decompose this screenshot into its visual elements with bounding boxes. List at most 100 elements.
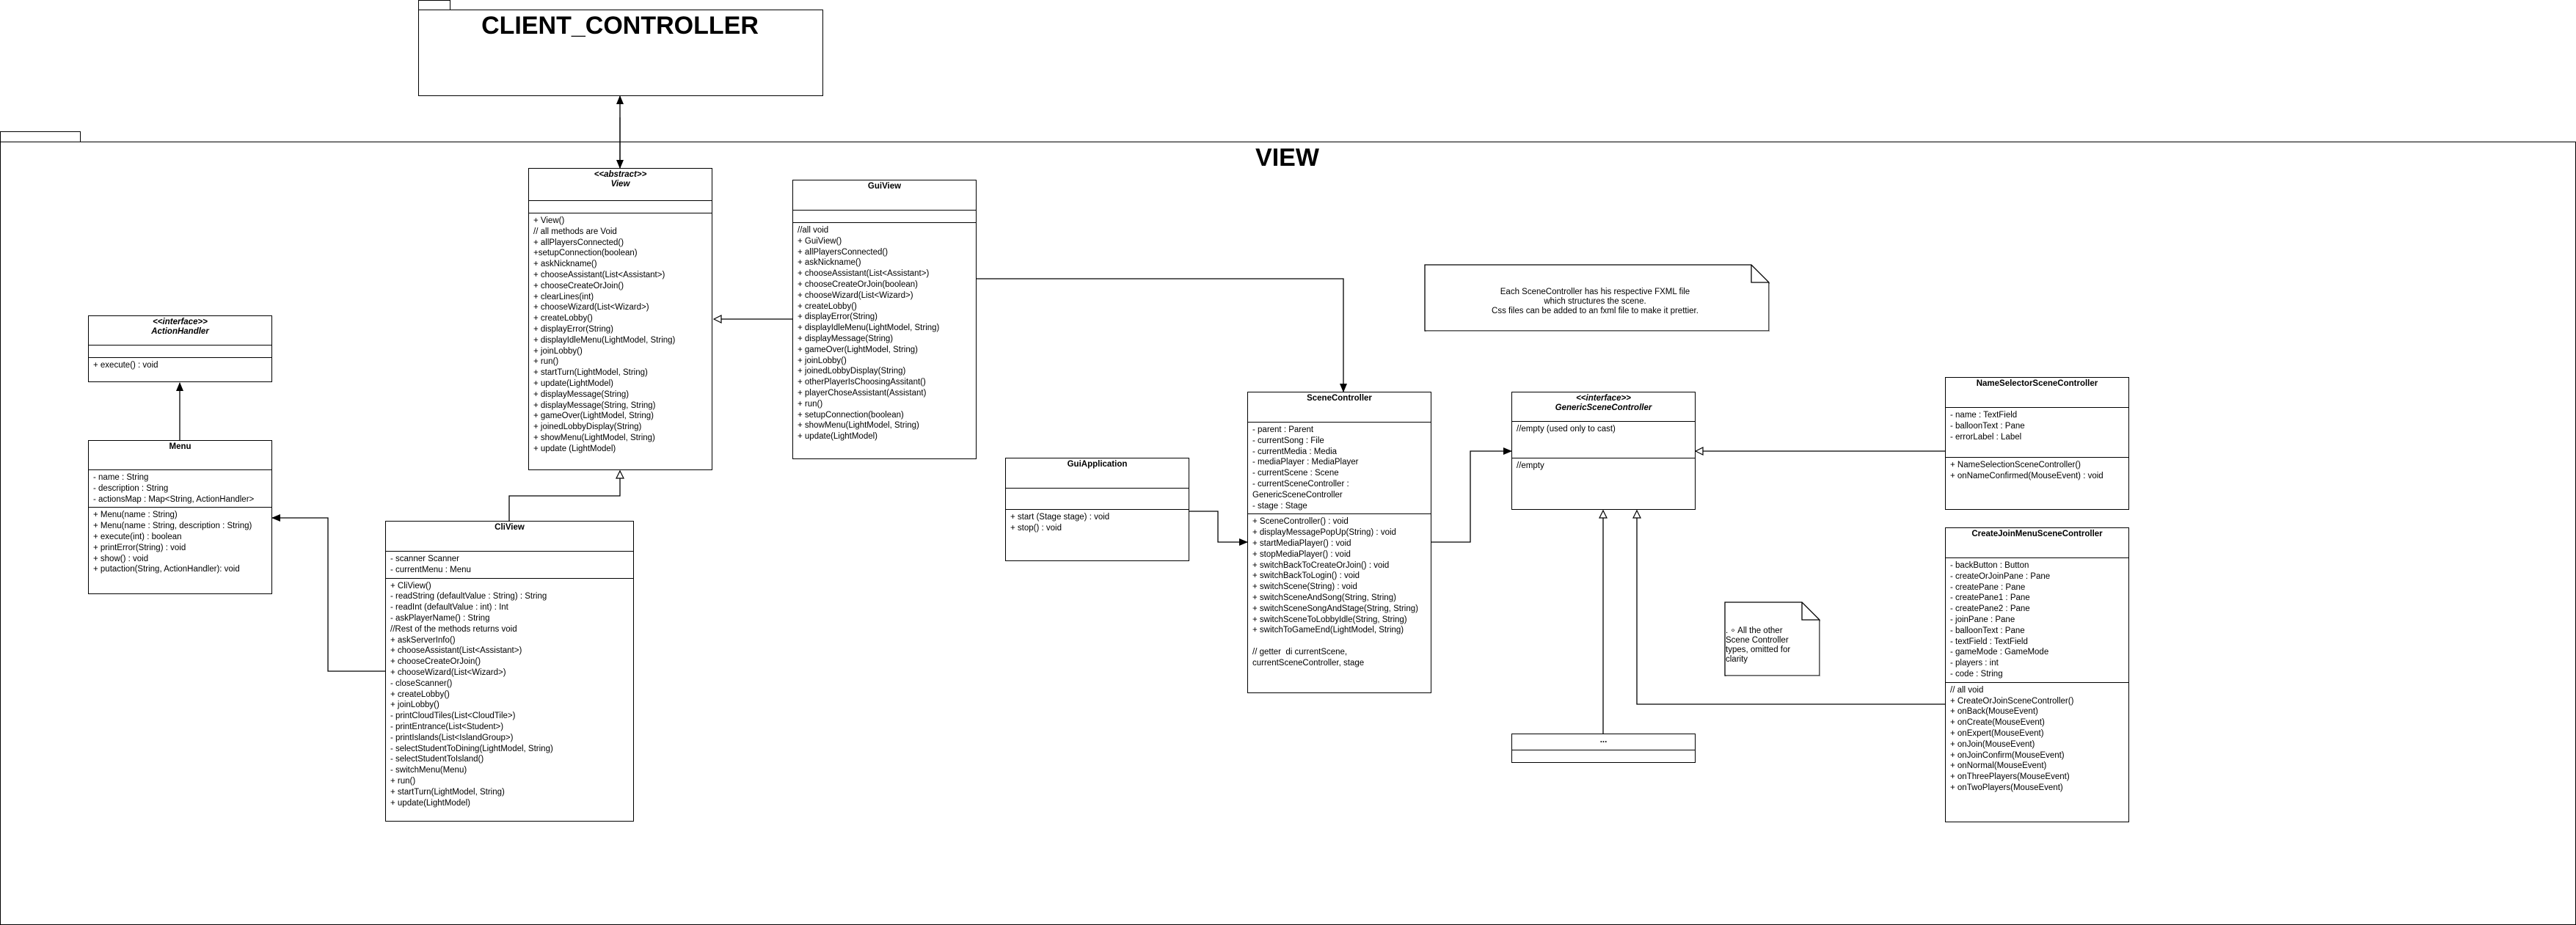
method-line: //all void bbox=[798, 226, 829, 235]
method-line: currentSceneController, stage bbox=[1252, 658, 1365, 668]
method-line: + printError(String) : void bbox=[93, 543, 186, 552]
method-line: + switchToGameEnd(LightModel, String) bbox=[1252, 626, 1404, 635]
attribute-line: - createPane1 : Pane bbox=[1950, 593, 2030, 603]
note-line: types, omitted for bbox=[1726, 646, 1791, 654]
method-line: + joinLobby() bbox=[533, 346, 583, 356]
gui-application-methods: + start (Stage stage) : void+ stop() : v… bbox=[1006, 510, 1189, 536]
generic-scene-controller-stereotype: <<interface>> bbox=[1576, 394, 1631, 403]
method-line: + joinLobby() bbox=[798, 356, 847, 365]
method-line: + onTwoPlayers(MouseEvent) bbox=[1950, 783, 2063, 792]
method-line: + switchBackToCreateOrJoin() : void bbox=[1252, 560, 1390, 570]
note-line: which structures the scene. bbox=[1544, 297, 1646, 306]
name-selector-scene-controller-class[interactable]: NameSelectorSceneController - name : Tex… bbox=[1945, 377, 2129, 510]
gui-view-class-name: GuiView bbox=[867, 182, 902, 191]
method-line: + NameSelectionSceneController() bbox=[1950, 461, 2081, 469]
client-controller-package[interactable] bbox=[418, 10, 823, 96]
method-line: + onThreePlayers(MouseEvent) bbox=[1950, 772, 2070, 782]
method-line: + joinLobby() bbox=[390, 701, 439, 710]
method-line bbox=[1252, 636, 1426, 647]
other-scene-controllers-class[interactable]: ... bbox=[1511, 734, 1696, 763]
gui-view-class[interactable]: GuiView //all void+ GuiView()+ allPlayer… bbox=[792, 180, 977, 459]
method-line: + stopMediaPlayer() : void bbox=[1252, 549, 1351, 559]
method-line: + allPlayersConnected() bbox=[533, 238, 624, 247]
action-handler-attributes bbox=[89, 345, 271, 358]
method-line: + showMenu(LightModel, String) bbox=[798, 421, 919, 431]
method-line: + SceneController() : void bbox=[1252, 517, 1349, 527]
attribute-line: - backButton : Button bbox=[1950, 561, 2029, 570]
attribute-line: - players : int bbox=[1950, 659, 1999, 668]
method-line: + displayMessage(String) bbox=[533, 390, 630, 399]
method-line: + displayError(String) bbox=[798, 312, 877, 322]
method-line: - printEntrance(List<Student>) bbox=[390, 722, 504, 731]
method-line: + onCreate(MouseEvent) bbox=[1950, 718, 2045, 728]
gui-application-class-name: GuiApplication bbox=[1067, 460, 1128, 469]
view-package-title: VIEW bbox=[1255, 144, 1319, 172]
method-line: + gameOver(LightModel, String) bbox=[798, 345, 918, 354]
attribute-line: - balloonText : Pane bbox=[1950, 421, 2025, 431]
cli-view-attributes: - scanner Scanner- currentMenu : Menu bbox=[386, 552, 633, 579]
method-line: - closeScanner() bbox=[390, 679, 453, 688]
cli-view-class-name: CliView bbox=[495, 523, 525, 532]
method-line: + chooseAssistant(List<Assistant>) bbox=[798, 269, 930, 279]
attribute-line: - actionsMap : Map<String, ActionHandler… bbox=[93, 494, 255, 504]
method-line: + clearLines(int) bbox=[533, 292, 594, 301]
method-line: + chooseCreateOrJoin() bbox=[390, 657, 481, 667]
scene-controller-class[interactable]: SceneController - parent : Parent- curre… bbox=[1247, 392, 1431, 693]
method-line: + onJoin(MouseEvent) bbox=[1950, 739, 2035, 749]
fxml-note[interactable]: Each SceneController has his respective … bbox=[1424, 264, 1770, 332]
method-line: + update (LightModel) bbox=[533, 444, 616, 453]
cli-view-class[interactable]: CliView - scanner Scanner- currentMenu :… bbox=[385, 521, 634, 822]
view-stereotype: <<abstract>> bbox=[594, 170, 647, 179]
create-join-menu-scene-controller-class[interactable]: CreateJoinMenuSceneController - backButt… bbox=[1945, 527, 2129, 822]
create-join-attributes: - backButton : Button- createOrJoinPane … bbox=[1946, 558, 2128, 683]
method-line: //empty bbox=[1517, 461, 1544, 470]
view-class[interactable]: <<abstract>> View + View()// all methods… bbox=[528, 168, 712, 470]
generic-scene-controller-methods: //empty bbox=[1512, 458, 1695, 474]
method-line: + onJoinConfirm(MouseEvent) bbox=[1950, 750, 2065, 760]
method-line: + putaction(String, ActionHandler): void bbox=[93, 565, 240, 574]
view-attributes bbox=[529, 201, 712, 213]
method-line: + stop() : void bbox=[1010, 523, 1062, 533]
method-line: + displayMessage(String) bbox=[798, 334, 894, 343]
attribute-line: - createPane2 : Pane bbox=[1950, 604, 2030, 614]
create-join-methods: // all void+ CreateOrJoinSceneController… bbox=[1946, 683, 2128, 796]
method-line: - printCloudTiles(List<CloudTile>) bbox=[390, 712, 516, 721]
method-line: + chooseWizard(List<Wizard>) bbox=[533, 303, 649, 312]
attribute-line: - currentScene : Scene bbox=[1252, 469, 1339, 478]
client-controller-title: CLIENT_CONTROLLER bbox=[481, 12, 759, 40]
cli-view-methods: + CliView()- readString (defaultValue : … bbox=[386, 579, 633, 811]
method-line: + displayIdleMenu(LightModel, String) bbox=[533, 335, 676, 345]
generic-scene-controller-interface[interactable]: <<interface>> GenericSceneController //e… bbox=[1511, 392, 1696, 510]
note-line: clarity bbox=[1726, 655, 1748, 664]
attribute-line: - balloonText : Pane bbox=[1950, 626, 2025, 635]
attribute-line: - name : TextField bbox=[1950, 411, 2018, 420]
action-handler-stereotype: <<interface>> bbox=[153, 318, 208, 326]
view-class-name: View bbox=[610, 180, 630, 189]
method-line: // getter di currentScene, bbox=[1252, 647, 1348, 657]
method-line: + switchSceneAndSong(String, String) bbox=[1252, 593, 1396, 602]
attribute-line: - mediaPlayer : MediaPlayer bbox=[1252, 458, 1359, 467]
name-selector-attributes: - name : TextField- balloonText : Pane- … bbox=[1946, 408, 2128, 458]
menu-class[interactable]: Menu - name : String- description : Stri… bbox=[88, 440, 272, 594]
attribute-line: - parent : Parent bbox=[1252, 425, 1314, 434]
method-line: + update(LightModel) bbox=[533, 379, 614, 388]
method-line: + View() bbox=[533, 216, 565, 225]
attribute-line: - name : String bbox=[93, 473, 149, 482]
method-line: + run() bbox=[798, 399, 823, 409]
view-methods: + View()// all methods are Void+ allPlay… bbox=[529, 213, 712, 457]
method-line: +setupConnection(boolean) bbox=[533, 249, 638, 258]
method-line: + displayIdleMenu(LightModel, String) bbox=[798, 323, 940, 333]
scene-controller-methods: + SceneController() : void+ displayMessa… bbox=[1248, 514, 1431, 670]
method-line: + execute(int) : boolean bbox=[93, 532, 182, 541]
method-line: + askNickname() bbox=[798, 258, 861, 268]
action-handler-interface[interactable]: <<interface>> ActionHandler + execute() … bbox=[88, 315, 272, 382]
attribute-line: - currentMedia : Media bbox=[1252, 447, 1338, 456]
gui-application-class[interactable]: GuiApplication + start (Stage stage) : v… bbox=[1005, 458, 1189, 561]
other-scene-controllers-name: ... bbox=[1599, 736, 1608, 745]
method-line: + CreateOrJoinSceneController() bbox=[1950, 696, 2074, 706]
name-selector-class-name: NameSelectorSceneController bbox=[1976, 379, 2098, 388]
fxml-note-text: Each SceneController has his respective … bbox=[1424, 288, 1766, 316]
